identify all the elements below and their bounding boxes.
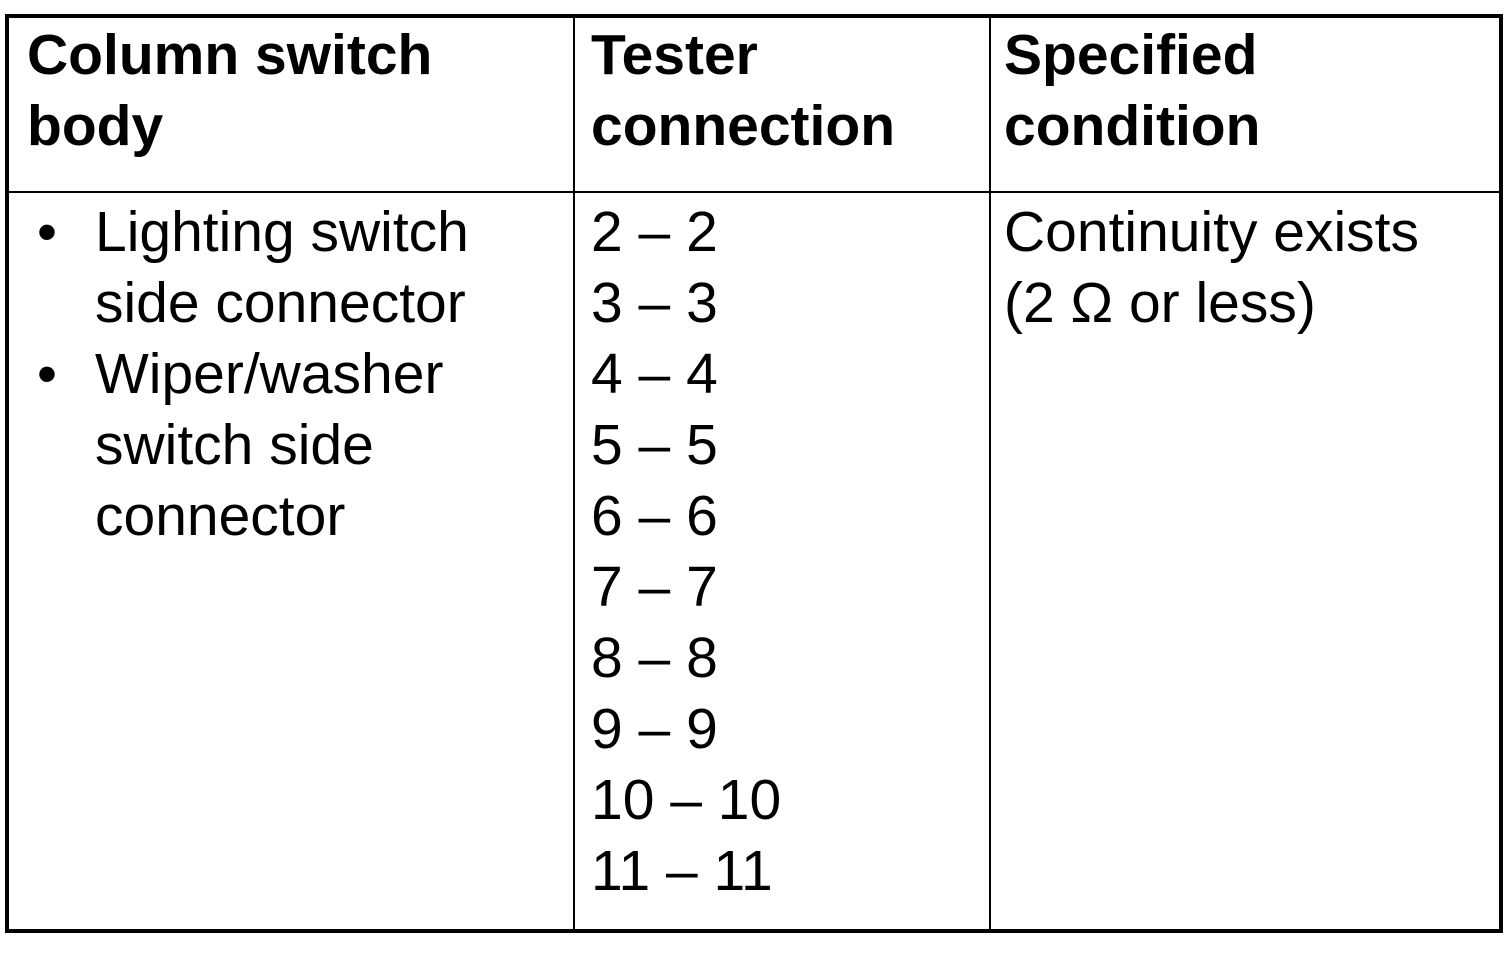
- cell-specified-condition: Continuity exists (2 Ω or less): [989, 191, 1502, 932]
- tester-connection-value: 3 – 3: [591, 271, 718, 335]
- table-body: Lighting switch side connector Wiper/was…: [6, 191, 1502, 932]
- table-header-row: Column switch body Tester connection Spe…: [6, 15, 1502, 193]
- table-row: Lighting switch side connector Wiper/was…: [6, 191, 1502, 932]
- header-column-switch-body: Column switch body: [6, 15, 575, 193]
- header-specified-condition: Specified condition: [989, 15, 1502, 193]
- tester-connection-value: 7 – 7: [591, 555, 718, 619]
- tester-connection-value: 2 – 2: [591, 200, 718, 264]
- tester-connection-value: 10 – 10: [591, 768, 782, 832]
- tester-connection-value: 8 – 8: [591, 626, 718, 690]
- continuity-specification-table: Column switch body Tester connection Spe…: [5, 14, 1503, 933]
- tester-connection-value: 5 – 5: [591, 413, 718, 477]
- specified-condition-value: Continuity exists (2 Ω or less): [1004, 200, 1420, 335]
- tester-connection-value: 9 – 9: [591, 697, 718, 761]
- tester-connection-value: 11 – 11: [591, 839, 773, 903]
- connector-bullet-list: Lighting switch side connector Wiper/was…: [27, 197, 565, 552]
- tester-connection-value: 6 – 6: [591, 484, 718, 548]
- list-item-lighting-switch-connector: Lighting switch side connector: [27, 197, 565, 339]
- cell-column-switch-body: Lighting switch side connector Wiper/was…: [6, 191, 575, 932]
- list-item-wiper-washer-connector: Wiper/washer switch side connector: [27, 339, 565, 552]
- cell-tester-connection: 2 – 2 3 – 3 4 – 4 5 – 5 6 – 6 7 – 7 8 – …: [573, 191, 991, 932]
- tester-connection-value: 4 – 4: [591, 342, 718, 406]
- header-tester-connection: Tester connection: [573, 15, 991, 193]
